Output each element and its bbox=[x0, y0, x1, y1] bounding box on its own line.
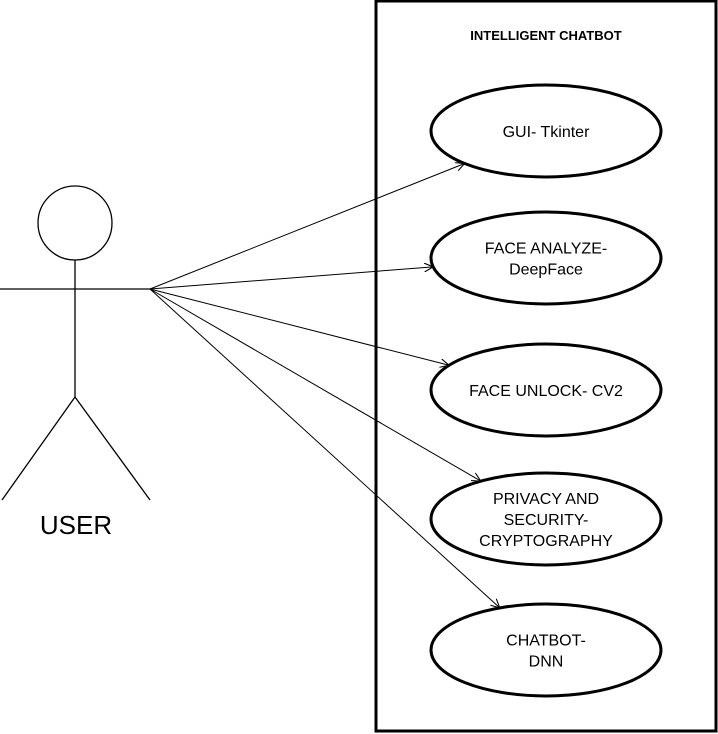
use-case-label: SECURITY- bbox=[504, 512, 589, 529]
use-case-ellipse bbox=[429, 83, 663, 179]
actor-label: USER bbox=[40, 510, 112, 540]
use-case-label: FACE ANALYZE- bbox=[485, 241, 607, 258]
association-arrow-chatbot bbox=[149, 288, 500, 608]
use-case-label: FACE UNLOCK- CV2 bbox=[469, 383, 623, 400]
use-case-label: DeepFace bbox=[509, 262, 583, 279]
association-arrow-face-unlock bbox=[149, 288, 449, 365]
association-arrow-face-analyze bbox=[149, 267, 433, 290]
association-arrow-privacy bbox=[149, 288, 481, 481]
use-case-ellipse bbox=[429, 210, 663, 306]
actor-right-leg bbox=[74, 396, 151, 501]
use-case-ellipse bbox=[429, 602, 663, 698]
use-case-face-analyze: FACE ANALYZE- DeepFace bbox=[429, 210, 663, 306]
associations bbox=[149, 163, 500, 608]
association-arrow-gui bbox=[149, 163, 465, 290]
use-case-label: CRYPTOGRAPHY bbox=[479, 533, 613, 550]
use-case-label: GUI- Tkinter bbox=[503, 124, 591, 141]
system-title: INTELLIGENT CHATBOT bbox=[470, 28, 621, 43]
use-case-privacy: PRIVACY AND SECURITY- CRYPTOGRAPHY bbox=[429, 471, 663, 567]
use-case-label: CHATBOT- bbox=[506, 633, 586, 650]
use-case-label: PRIVACY AND bbox=[493, 491, 599, 508]
use-case-ellipse bbox=[429, 342, 663, 438]
use-case-ellipse bbox=[429, 471, 663, 567]
actor-head bbox=[37, 185, 113, 261]
actor-left-leg bbox=[1, 396, 76, 501]
use-case-face-unlock: FACE UNLOCK- CV2 bbox=[429, 342, 663, 438]
stick-figure-icon bbox=[0, 185, 151, 501]
use-case-chatbot: CHATBOT- DNN bbox=[429, 602, 663, 698]
use-case-label: DNN bbox=[529, 654, 564, 671]
use-case-gui: GUI- Tkinter bbox=[429, 83, 663, 179]
